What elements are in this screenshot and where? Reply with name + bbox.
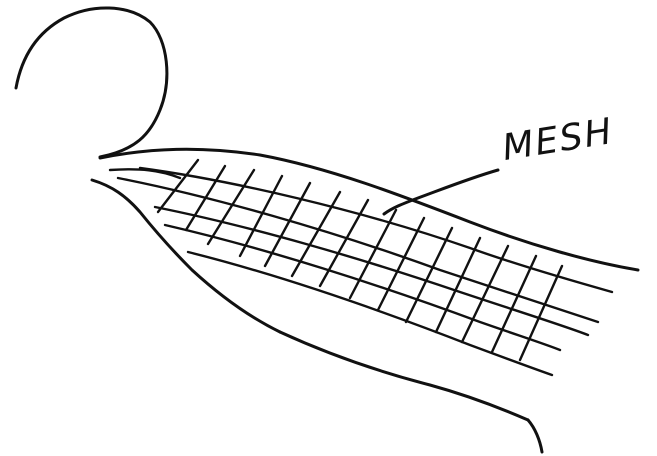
label-leader-line (382, 168, 500, 216)
mesh-strand (263, 181, 312, 268)
mesh-strand (116, 176, 600, 324)
mesh-strand (238, 174, 284, 258)
mesh-strand (184, 164, 227, 232)
mesh-strand (156, 158, 200, 214)
suture-thread (14, 6, 169, 159)
mesh-strand (290, 190, 342, 278)
mesh-strand (434, 236, 482, 334)
mesh-strand (163, 223, 562, 352)
mesh-strand (518, 264, 564, 362)
mesh-strand (186, 250, 554, 377)
mesh-sheet-left-edge (90, 178, 282, 334)
mesh-strand (348, 208, 398, 300)
mesh-strand (318, 198, 370, 288)
mesh-sheet-right-edge (526, 418, 544, 454)
mesh-sheet-top-edge (98, 147, 640, 272)
mesh-strand (460, 244, 510, 344)
mesh-sheet-fold (108, 168, 182, 180)
mesh-strand (206, 168, 256, 246)
mesh-strand (138, 166, 614, 294)
mesh-strand (404, 226, 454, 324)
mesh-strand (376, 216, 426, 312)
mesh-cross-strands (156, 158, 564, 362)
mesh-strand (490, 254, 538, 354)
mesh-sheet-bottom-edge (278, 330, 530, 422)
